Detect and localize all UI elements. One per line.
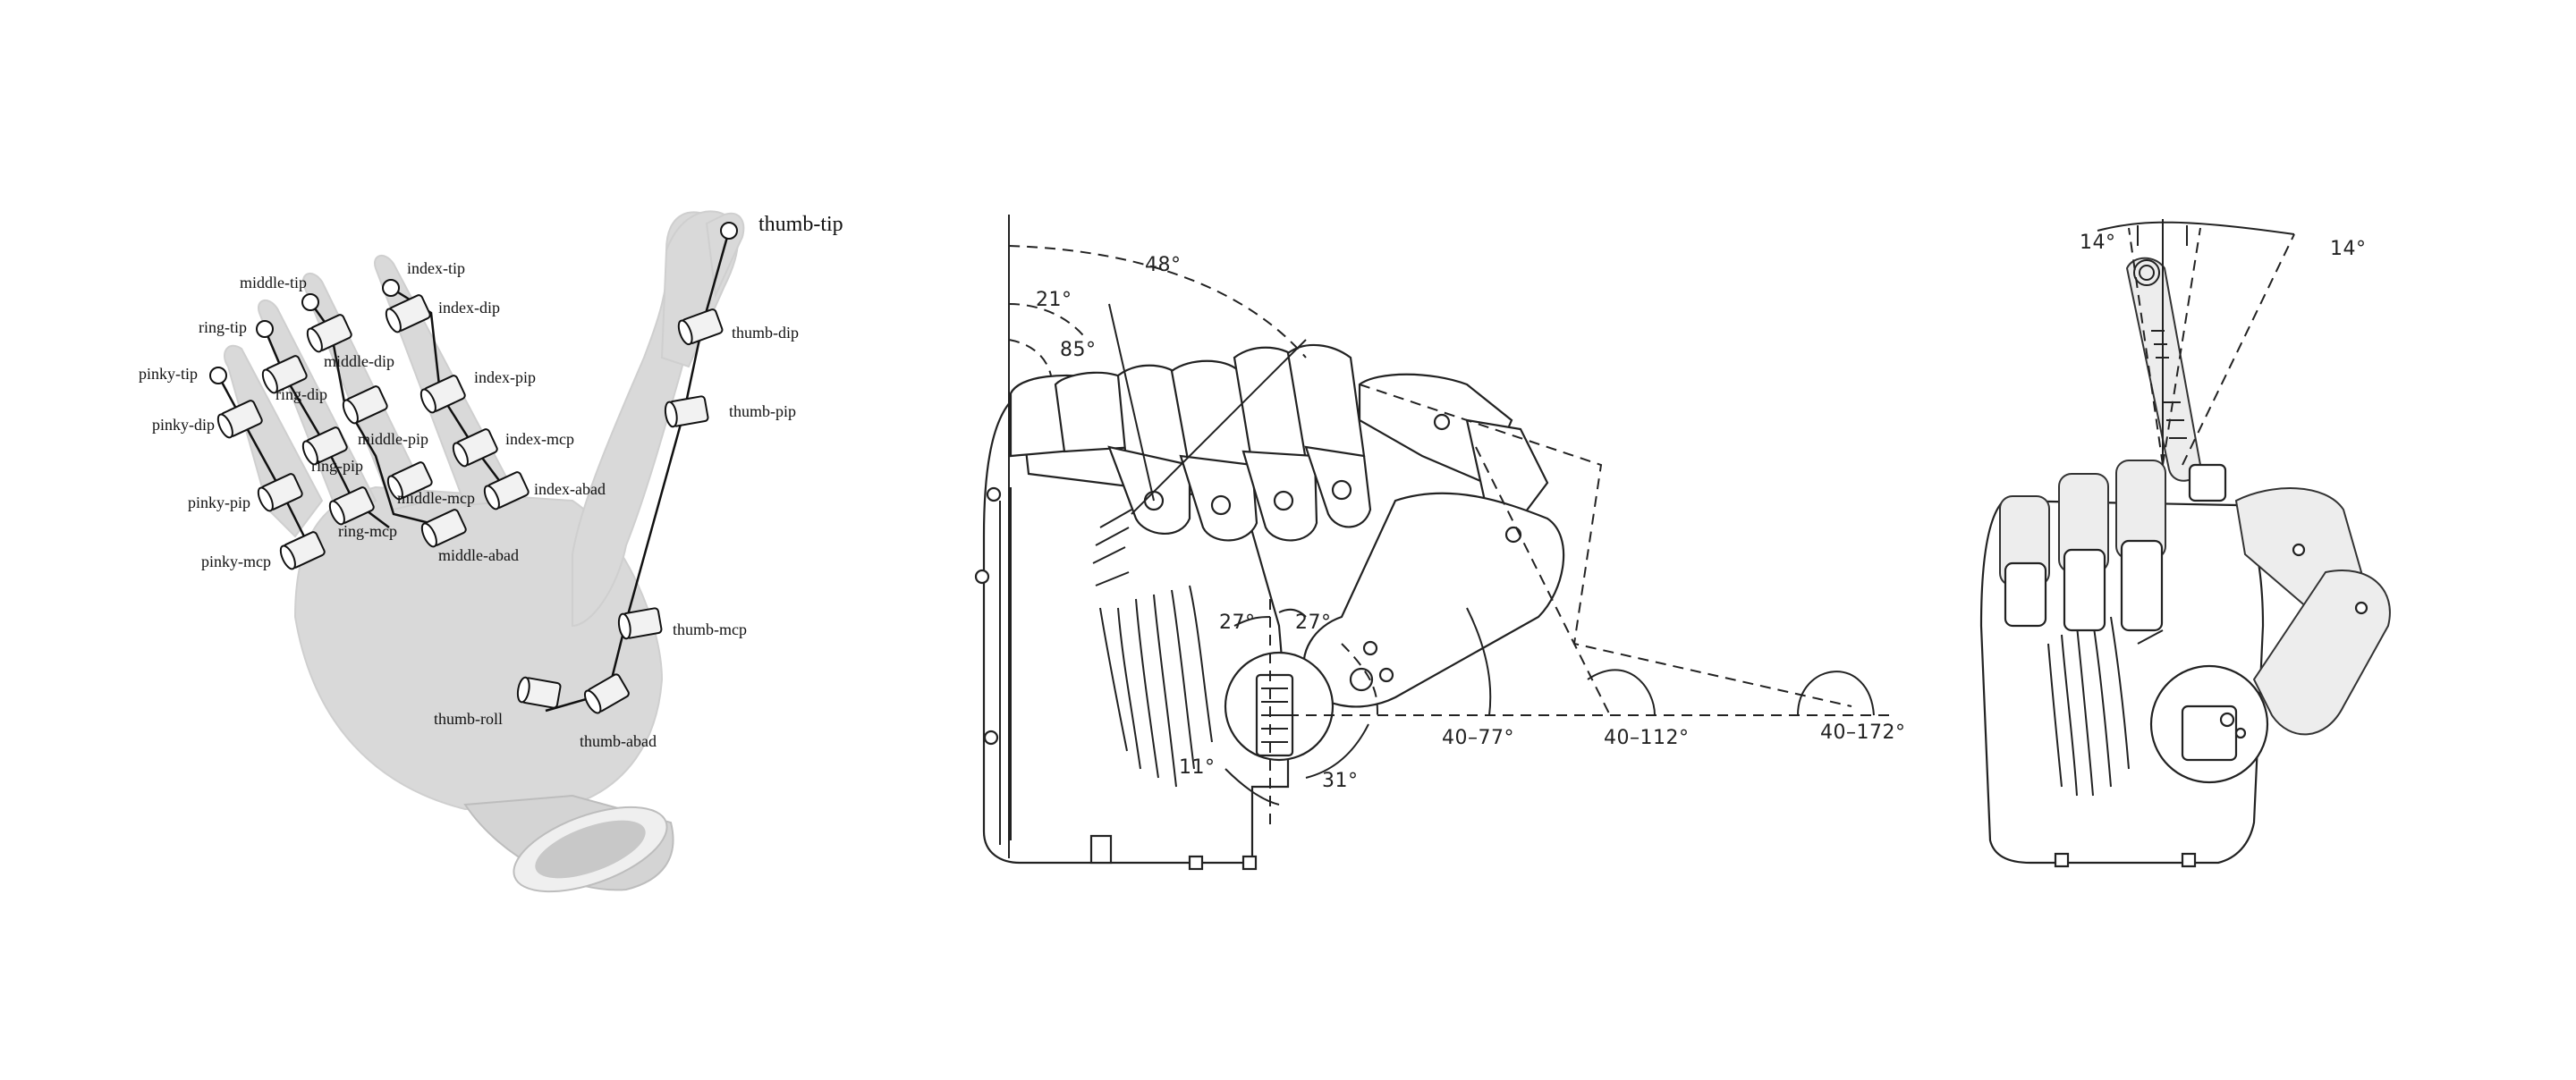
- middle-tip-marker: [301, 293, 319, 311]
- label-index-dip: index-dip: [438, 299, 500, 316]
- label-pinky-mcp: pinky-mcp: [201, 553, 271, 570]
- ring-dip-joint: [261, 355, 308, 394]
- pinky-pip-joint: [257, 473, 303, 512]
- label-pinky-pip: pinky-pip: [188, 494, 250, 511]
- ring-mcp-joint: [328, 486, 375, 526]
- side-foot-2: [1188, 855, 1204, 871]
- side-screw-top: [986, 486, 1002, 502]
- label-ring-mcp: ring-mcp: [338, 522, 397, 540]
- angle-21: 21°: [1036, 289, 1072, 311]
- pinky-dip-joint: [216, 400, 263, 439]
- side-screw-bot: [983, 730, 999, 746]
- label-middle-dip: middle-dip: [324, 352, 394, 370]
- label-pinky-dip: pinky-dip: [152, 416, 215, 434]
- label-thumb-mcp: thumb-mcp: [673, 620, 747, 638]
- angle-11: 11°: [1179, 756, 1216, 779]
- angle-14-left: 14°: [2080, 232, 2116, 254]
- kinematic-hand-panel: thumb-tip thumb-dip thumb-pip thumb-mcp …: [139, 210, 843, 893]
- front-fingers: [1999, 257, 2227, 632]
- side-foot-3: [1241, 855, 1258, 871]
- wrist-ring: [463, 794, 674, 893]
- front-thumb: [2149, 487, 2391, 784]
- angle-range-40-172: 40–172°: [1820, 721, 1906, 744]
- label-ring-pip: ring-pip: [311, 457, 363, 475]
- middle-mcp-joint: [386, 461, 433, 501]
- pinky-mcp-joint: [279, 531, 326, 570]
- label-index-pip: index-pip: [474, 368, 536, 386]
- front-foot-2: [2181, 852, 2197, 868]
- label-middle-pip: middle-pip: [358, 430, 428, 448]
- label-thumb-pip: thumb-pip: [729, 402, 796, 420]
- label-pinky-tip: pinky-tip: [139, 365, 198, 383]
- tip-circles: [209, 222, 738, 384]
- index-mcp-joint: [452, 428, 498, 468]
- middle-dip-joint: [306, 314, 352, 353]
- label-thumb-abad: thumb-abad: [580, 732, 657, 750]
- index-pip-joint: [419, 375, 466, 414]
- label-thumb-tip: thumb-tip: [758, 213, 843, 236]
- angle-27-left: 27°: [1219, 612, 1256, 634]
- angle-14-right: 14°: [2330, 238, 2367, 260]
- label-middle-abad: middle-abad: [438, 546, 519, 564]
- middle-pip-joint: [342, 385, 388, 425]
- label-index-mcp: index-mcp: [505, 430, 574, 448]
- front-view-panel: 14° 14°: [1979, 219, 2391, 868]
- thumb-tip-marker: [720, 222, 738, 240]
- label-middle-tip: middle-tip: [240, 274, 307, 291]
- angle-range-40-77: 40–77°: [1442, 727, 1514, 749]
- side-construction-lines: [1008, 215, 1896, 858]
- label-thumb-dip: thumb-dip: [732, 324, 799, 342]
- index-dip-joint: [385, 294, 431, 333]
- thumb-abad-joint: [583, 673, 630, 714]
- front-angle-lines: [2097, 219, 2295, 466]
- side-screw-mid: [974, 569, 990, 585]
- middle-abad-joint: [420, 509, 467, 548]
- side-finger-block: [1009, 343, 1372, 542]
- angle-85: 85°: [1060, 339, 1097, 361]
- index-abad-joint: [483, 471, 530, 510]
- label-ring-tip: ring-tip: [199, 318, 247, 336]
- angle-31: 31°: [1322, 770, 1359, 792]
- index-tip-marker: [382, 279, 400, 297]
- ring-tip-marker: [256, 320, 274, 338]
- thumb-dip-joint: [677, 308, 724, 346]
- label-thumb-roll: thumb-roll: [434, 710, 503, 728]
- thumb-mcp-joint: [617, 607, 663, 640]
- joint-cylinders: [216, 294, 724, 714]
- label-middle-mcp: middle-mcp: [397, 489, 475, 507]
- side-view-panel: 48° 21° 85° 27° 27° 11° 31° 40–77° 40–11…: [974, 215, 1906, 871]
- angle-range-40-112: 40–112°: [1604, 727, 1690, 749]
- pinky-tip-marker: [209, 367, 227, 384]
- label-ring-dip: ring-dip: [275, 385, 327, 403]
- ring-pip-joint: [301, 426, 348, 466]
- side-vent-slots: [1092, 509, 1213, 788]
- thumb-roll-joint: [516, 676, 562, 709]
- angle-48: 48°: [1145, 254, 1182, 276]
- thumb-pip-joint: [664, 395, 709, 428]
- side-foot-1: [1089, 834, 1113, 865]
- front-foot-1: [2054, 852, 2070, 868]
- angle-27-right: 27°: [1295, 612, 1332, 634]
- label-index-tip: index-tip: [407, 259, 465, 277]
- label-index-abad: index-abad: [534, 480, 606, 498]
